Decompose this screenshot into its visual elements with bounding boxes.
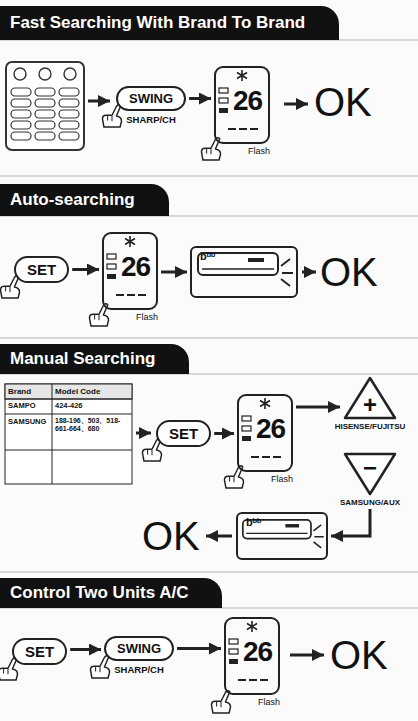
key-sign: − <box>363 454 377 481</box>
result-text: OK <box>320 252 378 292</box>
section-header: Auto-searching <box>0 184 169 216</box>
display-screen: 26 <box>224 617 280 695</box>
table-cell: SAMPO <box>8 402 50 411</box>
button-outline: SWING <box>116 86 186 111</box>
header-text: Manual Searching <box>10 349 155 368</box>
button-outline: SET <box>12 638 67 665</box>
remote-button: SET <box>156 420 211 447</box>
header-text: Control Two Units A/C <box>10 583 188 602</box>
remote-key <box>35 121 55 129</box>
button-label: SET <box>25 643 54 660</box>
remote-key <box>11 132 31 140</box>
section-header: Manual Searching <box>0 344 189 374</box>
remote-key <box>35 132 55 140</box>
temperature-value: 26 <box>243 636 272 667</box>
ac-unit-box: bᵇᵇ <box>190 246 298 298</box>
display-screen: 26 <box>214 66 270 144</box>
ac-unit-box: bᵇᵇ <box>236 512 328 560</box>
remote-key <box>59 132 79 140</box>
arrow-key: + HISENSE/FUJITSU <box>328 376 412 431</box>
button-label: SWING <box>129 91 173 106</box>
flow-arrow <box>161 271 187 274</box>
display-screen: 26 <box>237 394 293 472</box>
remote-control <box>6 62 84 150</box>
section-rules <box>0 40 418 608</box>
flow-arrow <box>72 268 99 271</box>
table-cell: SAMSUNG <box>8 418 51 427</box>
flow-arrow <box>189 97 211 100</box>
remote-display: 26Flash <box>224 617 280 707</box>
arrow-key: − SAMSUNG/AUX <box>328 452 412 507</box>
remote-key <box>64 68 76 80</box>
button-label: SET <box>169 425 198 442</box>
ac-frame: bᵇᵇ <box>190 246 298 298</box>
display-caption: Flash <box>237 474 293 484</box>
temperature-value: 26 <box>233 85 262 116</box>
remote-key <box>35 88 55 96</box>
display-caption: Flash <box>102 312 158 322</box>
section-header: Control Two Units A/C <box>0 578 222 608</box>
flow-arrow <box>70 648 101 651</box>
key-caption: SAMSUNG/AUX <box>328 498 412 507</box>
remote-key <box>59 121 79 129</box>
result-text: OK <box>314 82 372 122</box>
beep-text: bᵇᵇ <box>200 250 215 262</box>
remote-key <box>11 121 31 129</box>
remote-key <box>59 88 79 96</box>
button-caption: SHARP/CH <box>114 664 164 675</box>
remote-key <box>59 110 79 118</box>
remote-button: SET <box>14 256 69 283</box>
flow-arrow <box>177 647 221 650</box>
remote-key <box>39 68 51 80</box>
remote-key <box>11 99 31 107</box>
button-label: SWING <box>117 641 161 656</box>
header-text: Fast Searching With Brand To Brand <box>10 13 305 32</box>
table-cell: 188-196、503、518- 661-664、680 <box>55 417 131 433</box>
display-screen: 26 <box>102 232 158 310</box>
display-caption: Flash <box>214 146 270 156</box>
remote-key <box>35 99 55 107</box>
ac-frame: bᵇᵇ <box>236 512 328 560</box>
button-label: SET <box>27 261 56 278</box>
flow-arrow <box>331 509 370 536</box>
temperature-value: 26 <box>256 413 285 444</box>
key-sign: + <box>363 391 377 418</box>
remote-display: 26Flash <box>214 66 270 156</box>
remote-key <box>59 99 79 107</box>
beep-text: bᵇᵇ <box>246 516 261 528</box>
flow-arrow <box>296 406 340 409</box>
table-cell: Model Code <box>55 387 131 396</box>
button-outline: SWING <box>104 636 174 661</box>
remote-key <box>35 110 55 118</box>
table-cell: Brand <box>8 387 50 396</box>
pressing-hand <box>0 105 244 713</box>
remote-button: SWING SHARP/CH <box>104 636 174 675</box>
header-text: Auto-searching <box>10 190 135 209</box>
remote-display: 26Flash <box>237 394 293 484</box>
remote-key <box>11 110 31 118</box>
remote-key <box>11 88 31 96</box>
button-outline: SET <box>156 420 211 447</box>
remote-key <box>14 68 26 80</box>
button-caption: SHARP/CH <box>126 114 176 125</box>
table-cell: 424-426 <box>55 402 131 411</box>
remote-display: 26Flash <box>102 232 158 322</box>
temperature-value: 26 <box>121 251 150 282</box>
button-outline: SET <box>14 256 69 283</box>
display-caption: Flash <box>224 697 280 707</box>
triangle-key: − <box>343 452 397 496</box>
model-table <box>5 384 132 484</box>
section-header: Fast Searching With Brand To Brand <box>0 6 339 40</box>
remote-button: SWING SHARP/CH <box>116 86 186 125</box>
triangle-key: + <box>343 376 397 420</box>
remote-button: SET <box>12 638 67 665</box>
result-text: OK <box>142 516 200 556</box>
flow-arrow <box>214 432 234 435</box>
key-caption: HISENSE/FUJITSU <box>328 422 412 431</box>
result-text: OK <box>330 635 388 675</box>
